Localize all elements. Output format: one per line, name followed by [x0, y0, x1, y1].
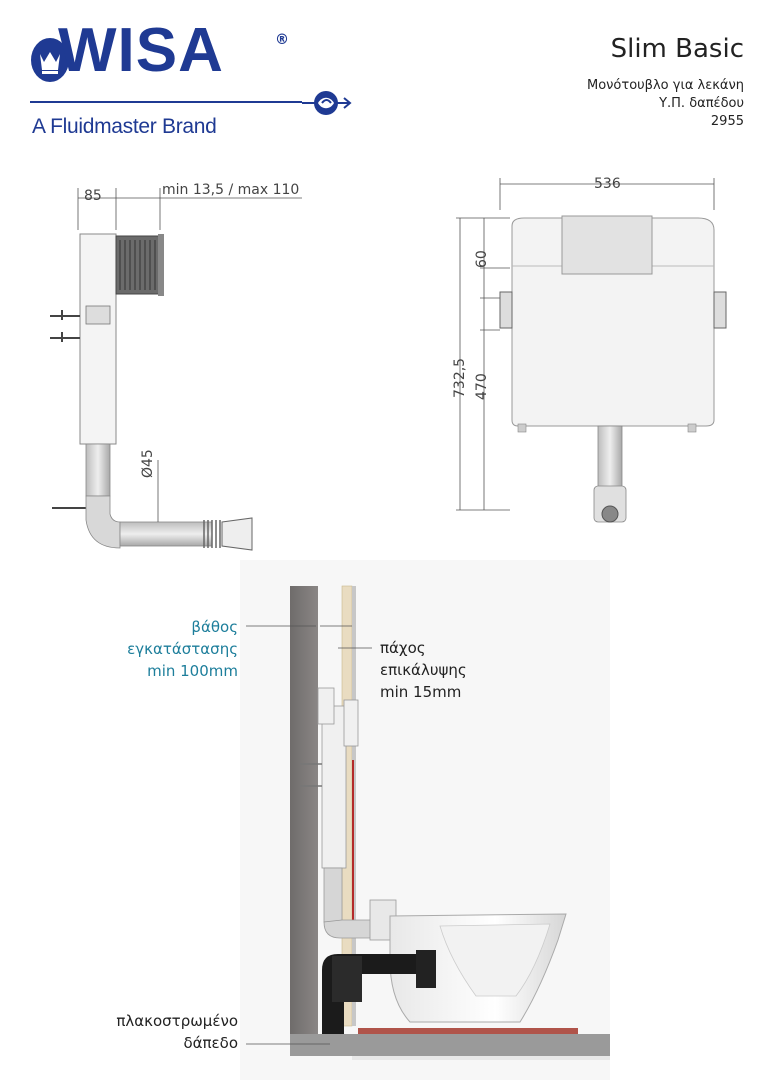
install-depth-label: βάθος εγκατάστασης min 100mm [60, 616, 238, 682]
tiled-floor-label: πλακοστρωμένο δάπεδο [40, 1010, 238, 1054]
cover-line2: επικάλυψης [380, 661, 467, 679]
install-depth-line1: βάθος [191, 618, 238, 636]
dim-range-label: min 13,5 / max 110 [162, 182, 300, 198]
dim-width-label: 536 [594, 176, 621, 192]
product-subtitle: Υ.Π. δαπέδου [659, 96, 744, 111]
install-depth-line2: εγκατάστασης [127, 640, 238, 658]
side-view-drawing [50, 188, 302, 551]
cover-line3: min 15mm [380, 683, 462, 701]
front-view-drawing [456, 178, 727, 523]
dim-pipe-label: Ø45 [140, 449, 156, 478]
registered-mark: ® [275, 32, 289, 48]
brand-tagline: A Fluidmaster Brand [32, 115, 217, 138]
cover-line1: πάχος [380, 639, 426, 657]
product-title: Slim Basic [610, 34, 744, 64]
fluidmaster-emblem-icon [302, 91, 352, 115]
installation-drawing [240, 560, 610, 1080]
install-depth-line3: min 100mm [147, 662, 238, 680]
floor-line2: δάπεδο [183, 1034, 238, 1052]
product-description: Μονότουβλο για λεκάνη [586, 78, 744, 93]
dim-tank-label: 470 [474, 373, 490, 400]
crown-icon [31, 38, 69, 82]
dim-top-label: 60 [474, 250, 490, 268]
logo-wordmark: WISA [58, 16, 224, 85]
logo-divider [30, 101, 302, 103]
floor-line1: πλακοστρωμένο [116, 1012, 238, 1030]
cover-thickness-label: πάχος επικάλυψης min 15mm [380, 637, 467, 703]
product-code: 2955 [710, 114, 744, 129]
dim-depth-label: 85 [84, 188, 102, 204]
dim-total-label: 732,5 [452, 357, 468, 398]
